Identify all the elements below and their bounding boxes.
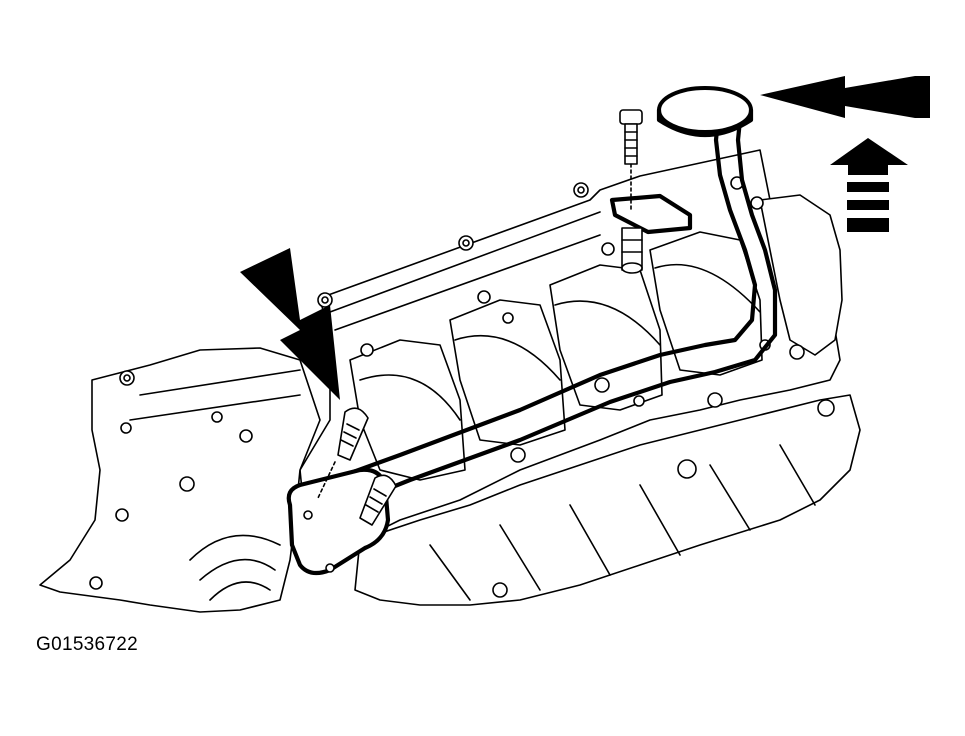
pickup-screen-arrow bbox=[760, 76, 930, 118]
pickup-tube-outer bbox=[302, 117, 758, 528]
flange-bolt-2 bbox=[359, 474, 397, 526]
pickup-tube-inner bbox=[317, 117, 778, 543]
oil-pickup-tube bbox=[286, 86, 778, 576]
block-left-end bbox=[39, 347, 321, 613]
front-indicator-bar-3 bbox=[847, 218, 889, 232]
figure-code: G01536722 bbox=[36, 634, 139, 655]
engine-block bbox=[39, 149, 861, 613]
block-lower-skirt bbox=[354, 394, 861, 606]
front-of-engine-arrow bbox=[830, 138, 908, 175]
bracket-bolt-head bbox=[619, 109, 643, 125]
front-indicator-bar-2 bbox=[847, 200, 889, 210]
pump-flange bbox=[286, 467, 391, 576]
bolt-holes bbox=[89, 176, 835, 598]
bolts bbox=[317, 109, 643, 526]
flange-bolt-1 bbox=[337, 407, 369, 461]
tube-bracket bbox=[609, 193, 693, 235]
callout-arrows bbox=[240, 76, 930, 400]
bracket-bolt-shank bbox=[624, 123, 638, 165]
bolt-location-arrow bbox=[240, 248, 340, 400]
block-right-end bbox=[759, 194, 843, 356]
front-indicator-bar-1 bbox=[847, 182, 889, 192]
